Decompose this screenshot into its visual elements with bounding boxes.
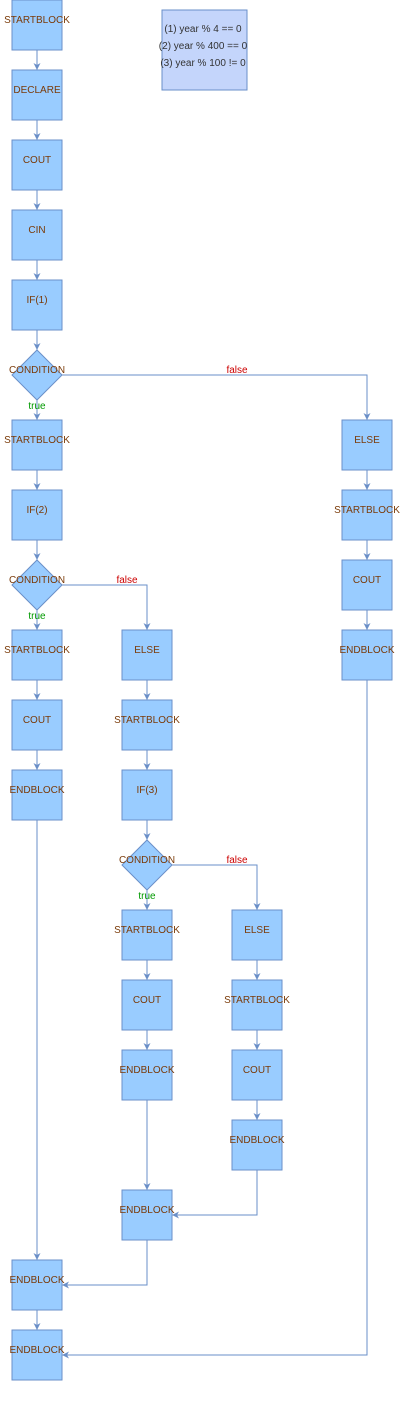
node-startblock[interactable]: STARTBLOCK: [114, 699, 180, 751]
edges: [33, 50, 371, 1359]
node-condition-2[interactable]: CONDITION: [9, 559, 65, 611]
node-label: CONDITION: [119, 855, 175, 866]
edge-label-false: false: [226, 855, 248, 866]
node-label: ENDBLOCK: [9, 785, 64, 796]
edge-label-false: false: [226, 365, 248, 376]
node-startblock[interactable]: STARTBLOCK: [4, 0, 70, 51]
node-label: CIN: [28, 225, 45, 236]
node-label: STARTBLOCK: [4, 15, 70, 26]
node-label: ELSE: [134, 645, 160, 656]
node-startblock[interactable]: STARTBLOCK: [4, 629, 70, 681]
node-label: STARTBLOCK: [114, 715, 180, 726]
node-label: ENDBLOCK: [9, 1275, 64, 1286]
note-line-1: (1) year % 4 == 0: [164, 24, 242, 35]
node-if-2[interactable]: IF(2): [11, 489, 63, 541]
node-label: COUT: [23, 155, 51, 166]
node-cout[interactable]: COUT: [341, 559, 393, 611]
node-else[interactable]: ELSE: [231, 909, 283, 961]
nodes: STARTBLOCK DECLARE COUT CIN IF(1) CONDIT…: [4, 0, 400, 1381]
node-if-3[interactable]: IF(3): [121, 769, 173, 821]
node-endblock[interactable]: ENDBLOCK: [9, 769, 65, 821]
condition-legend-note: (1) year % 4 == 0 (2) year % 400 == 0 (3…: [159, 9, 248, 91]
node-endblock[interactable]: ENDBLOCK: [119, 1049, 175, 1101]
node-label: ENDBLOCK: [229, 1135, 284, 1146]
edge-n24-n21: [62, 680, 368, 1359]
edge-c2-false: [62, 584, 151, 630]
node-cout[interactable]: COUT: [121, 979, 173, 1031]
node-label: STARTBLOCK: [4, 435, 70, 446]
node-cout[interactable]: COUT: [11, 699, 63, 751]
node-label: ENDBLOCK: [339, 645, 394, 656]
node-label: IF(2): [26, 505, 47, 516]
node-condition-1[interactable]: CONDITION: [9, 349, 65, 401]
node-else[interactable]: ELSE: [341, 419, 393, 471]
node-label: COUT: [243, 1065, 271, 1076]
node-label: IF(3): [136, 785, 157, 796]
node-label: COUT: [23, 715, 51, 726]
node-label: COUT: [353, 575, 381, 586]
node-if-1[interactable]: IF(1): [11, 279, 63, 331]
node-endblock[interactable]: ENDBLOCK: [9, 1259, 65, 1311]
edge-label-true: true: [138, 891, 156, 902]
node-endblock[interactable]: ENDBLOCK: [119, 1189, 175, 1241]
node-label: COUT: [133, 995, 161, 1006]
note-line-2: (2) year % 400 == 0: [159, 41, 248, 52]
node-label: STARTBLOCK: [4, 645, 70, 656]
node-startblock[interactable]: STARTBLOCK: [334, 489, 400, 541]
node-cout[interactable]: COUT: [11, 139, 63, 191]
edge-labels: true false true false true false: [28, 365, 248, 902]
node-label: IF(1): [26, 295, 47, 306]
note-line-3: (3) year % 100 != 0: [160, 58, 246, 69]
node-label: STARTBLOCK: [334, 505, 400, 516]
node-label: CONDITION: [9, 365, 65, 376]
node-endblock[interactable]: ENDBLOCK: [229, 1119, 285, 1171]
node-cin[interactable]: CIN: [11, 209, 63, 261]
node-label: STARTBLOCK: [224, 995, 290, 1006]
node-else[interactable]: ELSE: [121, 629, 173, 681]
edge-c1-false: [62, 374, 371, 420]
node-cout[interactable]: COUT: [231, 1049, 283, 1101]
node-startblock[interactable]: STARTBLOCK: [114, 909, 180, 961]
node-label: ELSE: [354, 435, 380, 446]
edge-label-true: true: [28, 401, 46, 412]
node-declare[interactable]: DECLARE: [11, 69, 63, 121]
node-startblock[interactable]: STARTBLOCK: [4, 419, 70, 471]
node-label: ELSE: [244, 925, 270, 936]
node-startblock[interactable]: STARTBLOCK: [224, 979, 290, 1031]
node-label: ENDBLOCK: [119, 1205, 174, 1216]
edge-n19-n20: [62, 1240, 148, 1289]
edge-n18-n19: [172, 1170, 258, 1219]
edge-label-false: false: [116, 575, 138, 586]
node-label: ENDBLOCK: [119, 1065, 174, 1076]
node-endblock[interactable]: ENDBLOCK: [9, 1329, 65, 1381]
node-label: CONDITION: [9, 575, 65, 586]
edge-c3-false: [172, 864, 261, 910]
node-endblock[interactable]: ENDBLOCK: [339, 629, 395, 681]
edge-label-true: true: [28, 611, 46, 622]
node-label: ENDBLOCK: [9, 1345, 64, 1356]
node-label: STARTBLOCK: [114, 925, 180, 936]
node-condition-3[interactable]: CONDITION: [119, 839, 175, 891]
node-label: DECLARE: [13, 85, 61, 96]
